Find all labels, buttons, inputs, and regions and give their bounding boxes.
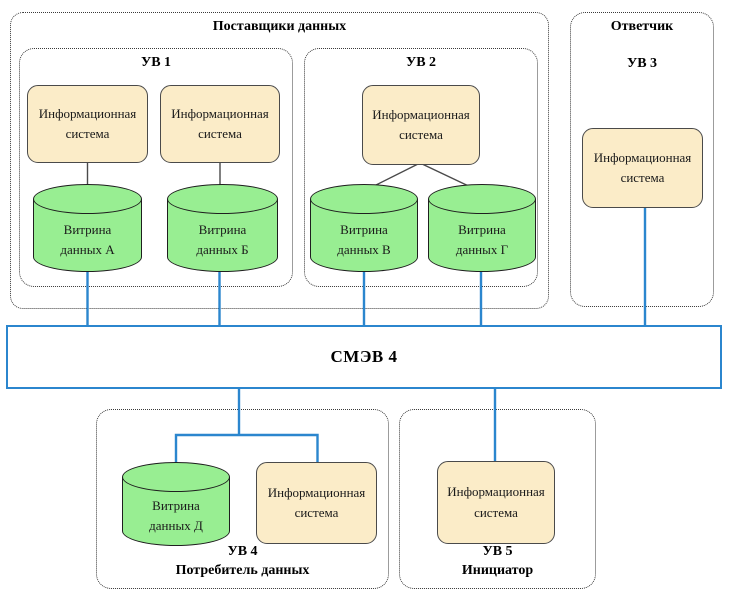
datamart-d-label: Витрина данных Д: [149, 498, 203, 534]
uv1-system-box-2-label: Информационная система: [171, 105, 269, 141]
uv2-group: УВ 2: [304, 48, 538, 287]
cylinder-body: [310, 199, 418, 272]
datamart-b-label: Витрина данных Б: [196, 222, 249, 258]
cylinder-top-ellipse: [167, 184, 278, 214]
datamart-cylinder-a: Витрина данных А: [33, 184, 142, 272]
uv1-system-box-2: Информационная система: [160, 85, 280, 163]
uv4-group-footer: УВ 4 Потребитель данных: [97, 543, 388, 581]
uv1-group: УВ 1: [19, 48, 293, 287]
uv4-system-box-label: Информационная система: [267, 484, 366, 520]
datamart-cylinder-b: Витрина данных Б: [167, 184, 278, 272]
uv5-system-box-label: Информационная система: [447, 484, 545, 520]
uv3-system-box-label: Информационная система: [593, 149, 692, 185]
cylinder-top-ellipse: [428, 184, 536, 214]
uv2-system-box: Информационная система: [362, 85, 480, 165]
uv1-system-box-1: Информационная система: [27, 85, 148, 163]
uv4-system-box: Информационная система: [256, 462, 377, 544]
uv5-group-role: Инициатор: [461, 563, 534, 579]
datamart-cylinder-g: Витрина данных Г: [428, 184, 536, 272]
uv5-system-box: Информационная система: [437, 461, 555, 544]
datamart-cylinder-v: Витрина данных В: [310, 184, 418, 272]
datamart-cylinder-d: Витрина данных Д: [122, 462, 230, 546]
uv4-group-role: Потребитель данных: [175, 563, 310, 579]
responder-group: Ответчик УВ 3: [570, 12, 714, 307]
responder-group-label: Ответчик: [610, 19, 674, 34]
datamart-a-label: Витрина данных А: [60, 222, 115, 258]
smev-bus: СМЭВ 4: [6, 325, 722, 389]
uv5-group-label: УВ 5: [482, 544, 513, 560]
uv2-system-box-label: Информационная система: [372, 106, 470, 142]
cylinder-top-ellipse: [33, 184, 142, 214]
uv5-initiator-group: УВ 5 Инициатор: [399, 409, 596, 589]
uv1-system-box-1-label: Информационная система: [38, 105, 137, 141]
uv5-group-footer: УВ 5 Инициатор: [400, 543, 595, 581]
datamart-v-label: Витрина данных В: [337, 222, 391, 258]
uv4-group-label: УВ 4: [227, 544, 258, 560]
providers-group: Поставщики данных: [10, 12, 549, 309]
datamart-g-label: Витрина данных Г: [455, 222, 509, 258]
uv2-group-label: УВ 2: [405, 55, 437, 70]
providers-group-label: Поставщики данных: [212, 19, 347, 34]
cylinder-top-ellipse: [310, 184, 418, 214]
smev-bus-label: СМЭВ 4: [330, 347, 398, 366]
uv3-system-box: Информационная система: [582, 128, 703, 208]
cylinder-top-ellipse: [122, 462, 230, 492]
uv3-group-label: УВ 3: [626, 56, 658, 71]
uv1-group-label: УВ 1: [140, 55, 172, 70]
uv4-consumer-group: УВ 4 Потребитель данных: [96, 409, 389, 589]
